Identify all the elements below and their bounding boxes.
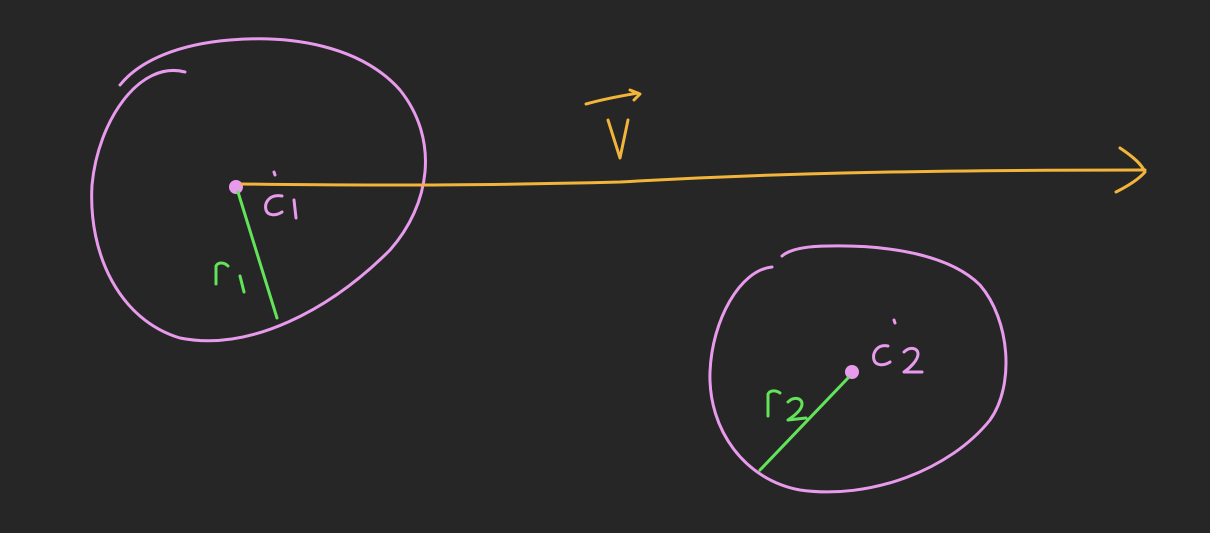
center-2-dot: [845, 365, 859, 379]
label-velocity-v: [606, 118, 630, 160]
circle-1-outline: [90, 37, 427, 343]
label-velocity-bar: [584, 88, 642, 106]
label-center-2-c: [872, 344, 892, 367]
label-radius-2-r: [766, 389, 782, 418]
label-center-2-accent: [892, 318, 897, 325]
center-1-dot: [229, 180, 243, 194]
label-radius-1-r: [214, 261, 230, 286]
label-center-2-text: c2: [880, 359, 882, 361]
label-radius-1: r1: [214, 261, 246, 294]
circle-1: [90, 37, 427, 343]
label-center-1-c: [264, 194, 284, 217]
label-center-2: c2: [872, 318, 924, 374]
label-radius-2-sub: [786, 396, 808, 422]
label-center-1-text: c1: [270, 209, 272, 211]
label-radius-2-text: r2: [770, 408, 771, 411]
label-velocity: V: [584, 88, 642, 160]
radius-2-line: [758, 376, 850, 472]
velocity-vector: [240, 146, 1147, 194]
label-center-1: c1: [264, 170, 298, 220]
radius-1-line: [236, 190, 279, 320]
circle-2-outline: [708, 244, 1008, 494]
label-velocity-text: V: [610, 139, 611, 141]
circle-2: [708, 244, 1008, 494]
velocity-arrow-shaft: [240, 168, 1147, 187]
label-center-1-sub: [292, 198, 298, 220]
label-radius-2: r2: [766, 389, 808, 422]
velocity-arrow-head: [1114, 146, 1147, 194]
label-radius-1-sub: [238, 274, 246, 294]
label-center-1-accent: [272, 170, 277, 177]
label-center-2-sub: [902, 346, 924, 374]
